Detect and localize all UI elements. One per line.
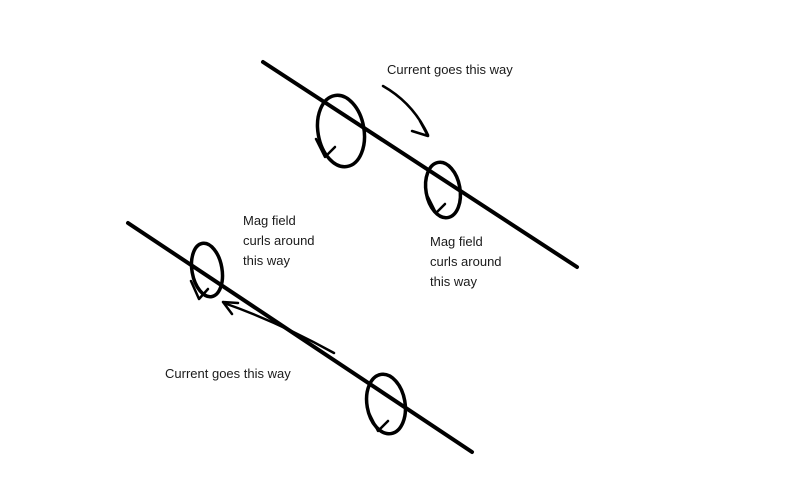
field-loop-icon [189,241,225,299]
field-loop-arrowhead-icon [314,137,337,159]
current-arrow-top-head-icon [410,119,430,138]
field-loop-icon [364,372,408,436]
field-loop-icon [423,160,463,220]
mag-field-label-left-line1: Mag field [243,213,296,228]
current-direction-label-top: Current goes this way [387,62,513,77]
mag-field-label-right: Mag field curls around this way [430,232,502,292]
mag-field-label-left-line3: this way [243,253,290,268]
field-loop-arrowhead-icon [426,195,447,215]
wire-top-line [261,60,579,269]
current-arrow-bottom-head-icon [221,300,240,316]
mag-field-label-left: Mag field curls around this way [243,211,315,271]
field-loop-arrowhead-icon [189,279,210,301]
field-loop-arrowhead-icon [367,411,390,433]
current-arrow-top-icon [381,84,430,137]
current-direction-label-bottom: Current goes this way [165,366,291,381]
mag-field-label-right-line3: this way [430,274,477,289]
current-arrow-bottom-icon [222,301,336,355]
mag-field-label-right-line2: curls around [430,254,502,269]
mag-field-label-right-line1: Mag field [430,234,483,249]
mag-field-label-left-line2: curls around [243,233,315,248]
field-loop-icon [315,93,367,169]
wire-bottom-line [126,221,474,454]
